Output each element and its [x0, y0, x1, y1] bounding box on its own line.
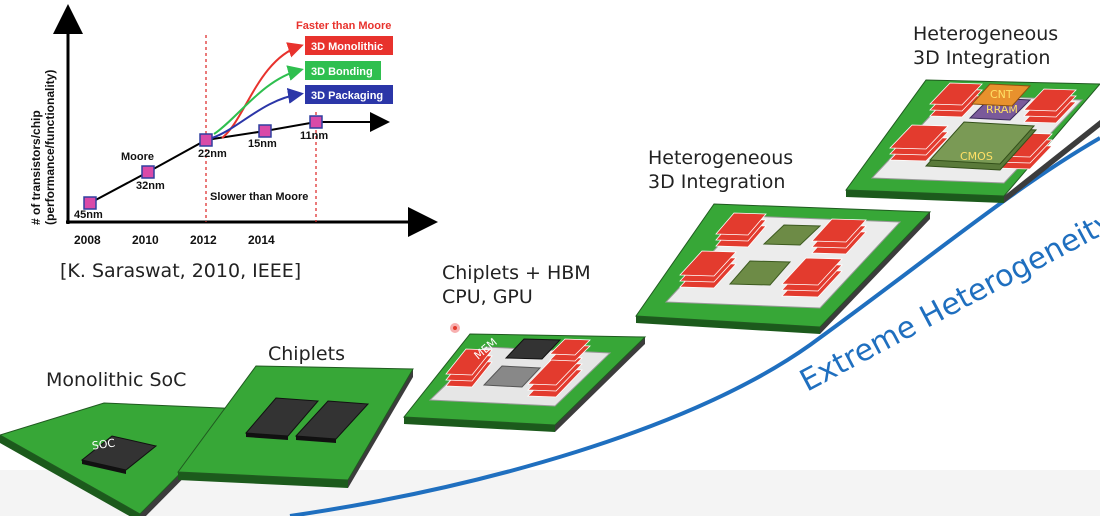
die-soc — [80, 435, 158, 471]
box-3d-bonding — [305, 61, 381, 80]
logic-mid-bottom — [728, 260, 792, 286]
y-axis-label-line2: (performance/functionality) — [43, 70, 57, 225]
logic-mid-top — [762, 224, 822, 246]
point-22nm — [199, 133, 213, 147]
hbm-stack-right — [527, 338, 591, 398]
box-3d-bonding-label: 3D Bonding — [311, 66, 373, 78]
x-tick-2012: 2012 — [190, 233, 217, 247]
point-label-15nm: 15nm — [248, 138, 277, 150]
y-axis-label-line1: # of transistors/chip — [29, 110, 43, 225]
box-3d-monolithic — [305, 36, 393, 55]
die-cnt-label: CNT — [990, 88, 1013, 101]
stage-hetero-top: Heterogeneous 3D Integration CMOS — [845, 23, 1100, 203]
hbm-cpu-die — [504, 338, 562, 360]
stage-hetero-top-title-line1: Heterogeneous — [913, 23, 1058, 45]
branch-curve-packaging — [211, 87, 304, 139]
stage-hetero-top-title-line2: 3D Integration — [913, 47, 1050, 69]
stage-monolithic-title: Monolithic SoC — [46, 369, 186, 391]
stage-hetero-mid-title-line1: Heterogeneous — [648, 147, 793, 169]
faster-than-moore-label: Faster than Moore — [296, 20, 391, 32]
box-3d-packaging-label: 3D Packaging — [311, 90, 383, 102]
die-cmos-label: CMOS — [960, 150, 993, 163]
stack-mid-tr — [811, 218, 867, 255]
slower-than-moore-label: Slower than Moore — [210, 191, 308, 203]
point-11nm — [309, 115, 323, 129]
box-3d-monolithic-label: 3D Monolithic — [311, 41, 383, 53]
point-32nm — [141, 165, 155, 179]
stage-hbm: Chiplets + HBM CPU, GPU MEM — [403, 262, 647, 432]
stack-mid-bl — [679, 250, 737, 289]
point-label-45nm: 45nm — [74, 209, 103, 221]
stage-chiplets: Chiplets — [177, 343, 414, 488]
x-tick-2008: 2008 — [74, 233, 101, 247]
stack-top-tr — [1023, 88, 1077, 124]
stack-top-tl — [929, 82, 983, 118]
die-cnt — [970, 83, 1032, 107]
point-15nm — [258, 124, 272, 138]
hbm-gpu-die — [482, 365, 542, 388]
pointer-dot — [450, 323, 460, 333]
stage-hetero-mid-title-line2: 3D Integration — [648, 171, 785, 193]
stage-hetero-mid: Heterogeneous 3D Integration — [635, 147, 932, 334]
point-45nm — [83, 196, 97, 210]
stage-hbm-title-line1: Chiplets + HBM — [442, 262, 591, 284]
stack-mid-tl — [715, 212, 767, 248]
stack-top-bl — [889, 124, 949, 162]
stage-hbm-title-line2: CPU, GPU — [442, 286, 533, 308]
point-label-32nm: 32nm — [136, 180, 165, 192]
point-label-11nm: 11nm — [300, 130, 328, 142]
box-3d-packaging — [305, 85, 393, 104]
stack-mid-br — [781, 257, 843, 298]
die-soc-label: SOC — [91, 436, 116, 452]
x-tick-2014: 2014 — [248, 233, 275, 247]
x-tick-2010: 2010 — [132, 233, 159, 247]
point-label-22nm: 22nm — [198, 148, 227, 160]
hbm-stack-left — [445, 348, 493, 388]
inset-chart: # of transistors/chip (performance/funct… — [29, 4, 438, 247]
branch-curve-bonding — [213, 65, 304, 135]
moore-trend-line — [89, 112, 390, 204]
stage-chiplets-title: Chiplets — [268, 343, 345, 365]
moore-label: Moore — [121, 151, 154, 163]
citation: [K. Saraswat, 2010, IEEE] — [60, 260, 301, 282]
